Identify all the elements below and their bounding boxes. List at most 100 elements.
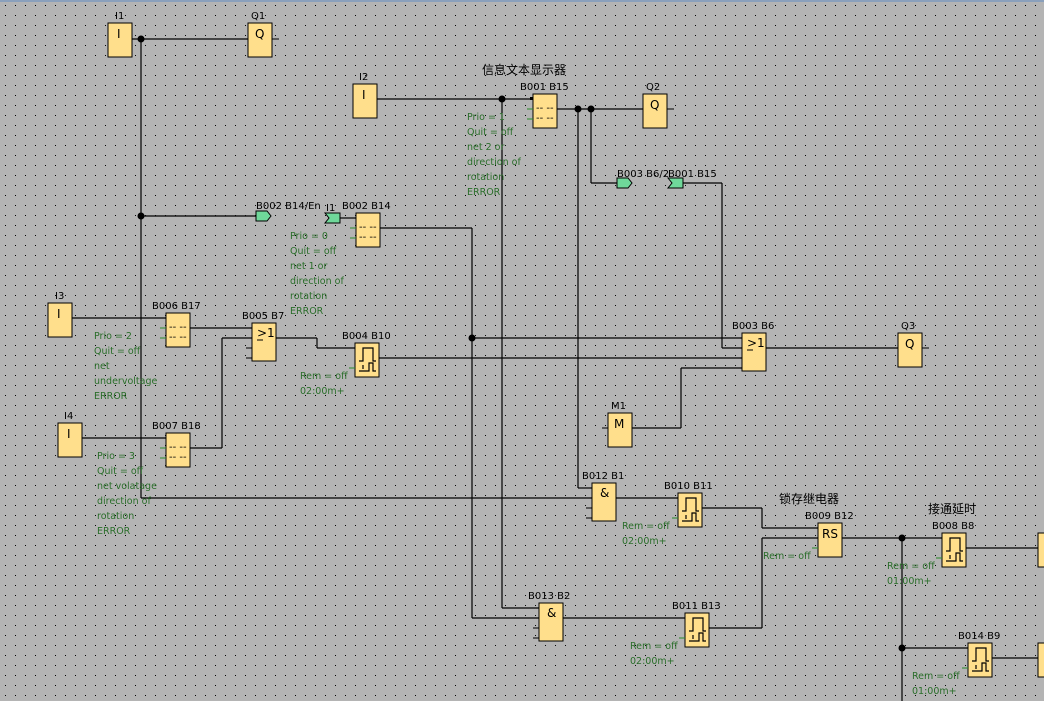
block-q2[interactable]: Q2 Q: [642, 82, 674, 129]
param-line: Rem = off: [300, 371, 348, 382]
block-b005[interactable]: B005 B7 >1: [242, 311, 284, 362]
param-line: Prio = 2: [94, 331, 132, 342]
connector-i1[interactable]: I1: [323, 203, 341, 224]
block-b010[interactable]: B010 B11: [664, 481, 713, 528]
param-line: 02:00m+: [622, 536, 667, 547]
wires: [72, 38, 1038, 701]
junction-dot: [898, 534, 906, 542]
block-label: Q1: [251, 11, 265, 22]
and-gate-icon: &: [600, 486, 609, 500]
param-line: net 2 or: [467, 142, 504, 153]
param-line: ERROR: [97, 526, 131, 537]
param-line: ERROR: [290, 306, 324, 317]
message-icon: -- --: [359, 222, 377, 233]
block-label: B001 B15: [520, 82, 569, 93]
connector-b001[interactable]: B001 B15: [666, 169, 717, 189]
block-b001[interactable]: B001 B15 -- -- -- --: [520, 82, 569, 129]
pulse-icon: [946, 537, 963, 552]
block-label: B003 B6: [732, 321, 774, 332]
message-icon: -- --: [169, 332, 187, 343]
param-line: undervoltage: [94, 376, 157, 387]
block-b009[interactable]: B009 B12 RS: [805, 511, 854, 558]
block-label: I1: [115, 11, 124, 22]
block-label: I2: [359, 72, 368, 83]
connector-in-icon: [323, 212, 341, 224]
block-label: B002 B14: [342, 201, 391, 212]
param-line: net volatage: [97, 481, 157, 492]
message-icon: -- --: [169, 452, 187, 463]
latch-relay-icon: RS: [822, 527, 838, 541]
param-line: net: [94, 361, 110, 372]
input-icon: I: [117, 27, 121, 41]
block-offscreen-2[interactable]: [1037, 642, 1044, 678]
param-line: Rem = off: [630, 641, 678, 652]
block-offscreen-1[interactable]: [1037, 532, 1044, 568]
block-b004[interactable]: B004 B10: [342, 331, 391, 378]
param-line: Rem = off: [912, 671, 960, 682]
input-icon: I: [67, 427, 71, 441]
message-icon: -- --: [536, 113, 554, 124]
params-b008: Rem = off 01:00m+: [887, 561, 935, 587]
params-b011: Rem = off 02:00m+: [630, 641, 678, 667]
param-line: rotation: [290, 291, 327, 302]
block-b007[interactable]: B007 B18 -- -- -- --: [152, 421, 201, 468]
block-b003[interactable]: B003 B6 >1: [732, 321, 774, 372]
pulse-icon: [972, 647, 989, 662]
block-b013[interactable]: B013 B2 &: [528, 591, 570, 642]
message-icon: -- --: [169, 322, 187, 333]
block-label: B008 B8: [932, 521, 974, 532]
params-b010: Rem = off 02:00m+: [622, 521, 670, 547]
delay-icon: [972, 662, 989, 672]
param-line: Quit = off: [467, 127, 514, 138]
input-icon: I: [362, 88, 366, 102]
param-line: 01:00m+: [912, 686, 957, 697]
delay-icon: [682, 512, 699, 522]
block-b014[interactable]: B014 B9: [958, 631, 1000, 678]
connector-label: B001 B15: [668, 169, 717, 180]
block-b006[interactable]: B006 B17 -- -- -- --: [152, 301, 201, 348]
window-top-border: [0, 0, 1044, 2]
title-latching-relay: 锁存继电器: [779, 491, 839, 506]
block-q3[interactable]: Q3 Q: [897, 321, 929, 368]
block-i4[interactable]: I4 I: [57, 411, 83, 458]
connector-out-icon: [616, 177, 633, 189]
block-b011[interactable]: B011 B13: [672, 601, 721, 648]
connector-in-icon: [666, 177, 684, 189]
block-b008[interactable]: B008 B8: [932, 521, 974, 568]
timer-blocks: B004 B10 B010 B11 B011 B13 B008 B8: [342, 331, 1000, 678]
delay-icon: [689, 632, 706, 642]
block-label: I3: [55, 291, 64, 302]
block-label: B011 B13: [672, 601, 721, 612]
connector-b002-en[interactable]: B002 B14/En: [255, 201, 321, 222]
block-q1[interactable]: Q1 Q: [247, 11, 279, 58]
block-i3[interactable]: I3 I: [47, 291, 73, 338]
title-message-display: 信息文本显示器: [482, 62, 566, 77]
block-m1[interactable]: M1 M: [602, 401, 633, 448]
block-b002[interactable]: B002 B14 -- -- -- --: [342, 201, 391, 248]
block-b012[interactable]: B012 B1 &: [582, 471, 624, 522]
and-gate-icon: &: [547, 606, 556, 620]
junction-dot: [498, 95, 506, 103]
connector-label: B003 B6/2: [617, 169, 669, 180]
connector-b003[interactable]: B003 B6/2: [616, 169, 669, 189]
params-b002: Prio = 0 Quit = off net 1 or direction o…: [290, 231, 344, 317]
block-label: B014 B9: [958, 631, 1000, 642]
pulse-icon: [359, 347, 376, 362]
junctions: [137, 35, 906, 652]
block-i1[interactable]: I1 I: [107, 11, 133, 58]
params-b006: Prio = 2 Quit = off net undervoltage ERR…: [94, 331, 157, 402]
param-line: Prio = 0: [290, 231, 328, 242]
block-label: I4: [64, 411, 73, 422]
block-i2[interactable]: I2 I: [352, 72, 378, 119]
connector-out-icon: [255, 210, 272, 222]
params-b004: Rem = off 02:00m+: [300, 371, 348, 397]
param-line: Rem = off: [887, 561, 935, 572]
output-icon: Q: [255, 27, 264, 41]
input-icon: I: [57, 307, 61, 321]
delay-icon: [359, 362, 376, 372]
param-line: 02:00m+: [300, 386, 345, 397]
message-icon: -- --: [536, 103, 554, 114]
param-line: Rem = off: [622, 521, 670, 532]
